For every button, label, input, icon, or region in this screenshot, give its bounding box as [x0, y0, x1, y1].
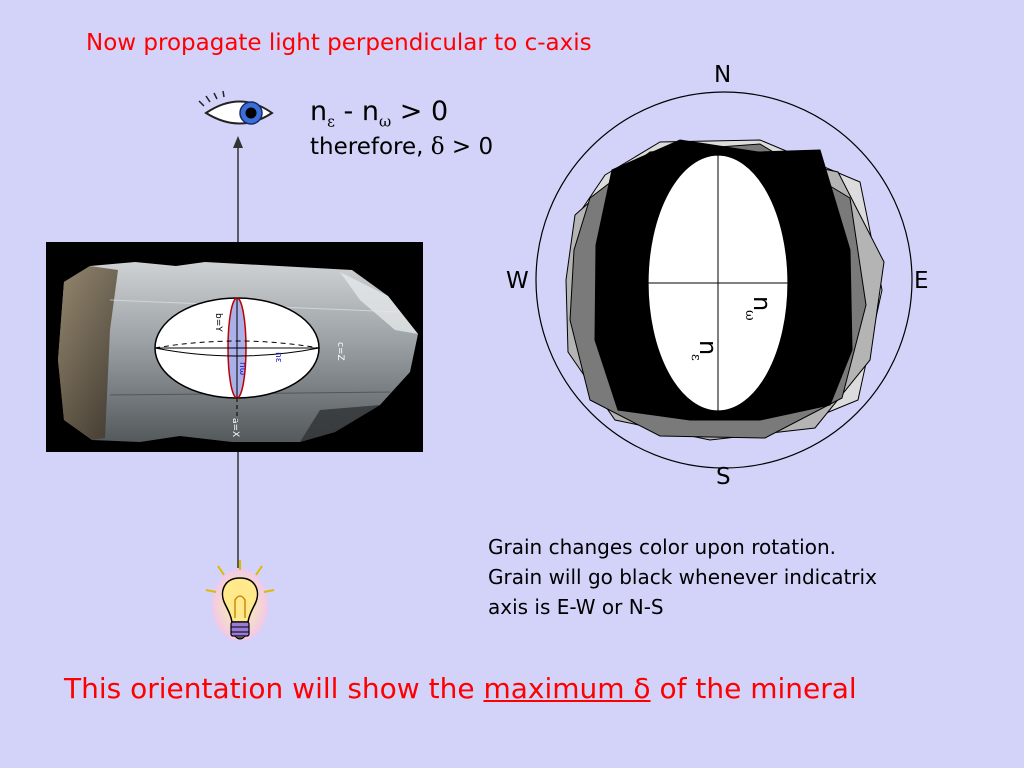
greater-than-zero: > 0 — [391, 96, 449, 127]
n-symbol: n — [310, 96, 328, 127]
conclusion-prefix: This orientation will show the — [64, 672, 484, 705]
epsilon-subscript: ε — [327, 112, 335, 131]
omega-subscript: ω — [378, 112, 392, 131]
eye-icon — [198, 90, 274, 125]
n-omega-label: nω — [237, 362, 247, 375]
svg-text:n: n — [694, 340, 722, 355]
n-symbol-2: n — [361, 96, 379, 127]
birefringence-equation: nε - nω > 0 — [310, 96, 448, 130]
stage-n-omega-label: n ω — [742, 296, 776, 321]
therefore-text: therefore, — [310, 134, 431, 160]
north-label: N — [714, 62, 731, 88]
svg-text:ε: ε — [688, 354, 703, 361]
quartz-crystal-photo: b=Y c=Z a=X nε nω — [46, 242, 423, 452]
rotation-note: Grain changes color upon rotation. Grain… — [488, 532, 877, 622]
svg-text:ω: ω — [742, 310, 757, 321]
a-axis-label: a=X — [230, 418, 240, 437]
svg-text:n: n — [748, 296, 776, 311]
stage-circle — [535, 91, 913, 469]
note-line: axis is E-W or N-S — [488, 595, 664, 619]
stage-n-epsilon-label: n ε — [688, 340, 722, 361]
light-bulb-icon — [205, 560, 275, 641]
delta-condition: > 0 — [444, 134, 494, 160]
slide-title: Now propagate light perpendicular to c-a… — [86, 30, 592, 56]
delta-symbol: δ — [430, 134, 445, 160]
west-label: W — [506, 268, 529, 294]
b-axis-label: b=Y — [213, 313, 223, 332]
minus-sign: - — [334, 96, 362, 127]
c-axis-label: c=Z — [335, 342, 345, 361]
delta-statement: therefore, δ > 0 — [310, 134, 493, 160]
conclusion-suffix: of the mineral — [650, 672, 857, 705]
note-line: Grain will go black whenever indicatrix — [488, 565, 877, 589]
south-label: S — [716, 464, 731, 490]
conclusion-text: This orientation will show the maximum δ… — [64, 672, 857, 705]
arrowhead-icon — [233, 136, 243, 148]
east-label: E — [914, 268, 929, 294]
conclusion-emphasis: maximum δ — [483, 672, 651, 705]
note-line: Grain changes color upon rotation. — [488, 535, 836, 559]
n-epsilon-label: nε — [273, 352, 283, 363]
